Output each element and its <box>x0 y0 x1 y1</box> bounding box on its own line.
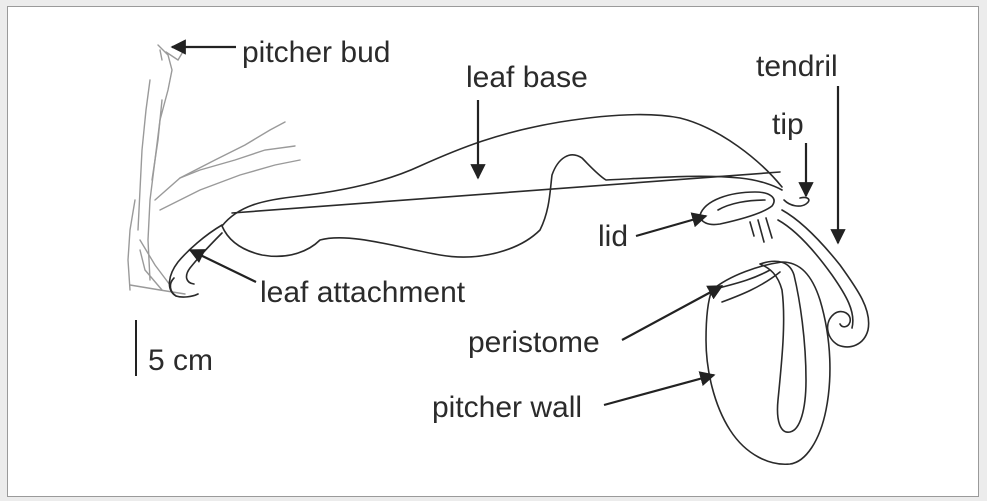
label-leaf-base: leaf base <box>466 61 588 94</box>
label-pitcher-bud: pitcher bud <box>242 36 390 69</box>
lid-shape <box>700 192 774 242</box>
label-tip: tip <box>772 108 804 141</box>
label-tendril: tendril <box>756 50 838 83</box>
label-lid: lid <box>598 220 628 253</box>
tip-shape <box>784 197 809 206</box>
leaf-blade <box>222 115 782 257</box>
scale-label: 5 cm <box>148 344 213 377</box>
pitcher-body <box>706 261 830 464</box>
label-leaf-attachment: leaf attachment <box>260 276 466 309</box>
tendril-shape <box>778 210 869 347</box>
label-peristome: peristome <box>468 326 600 359</box>
label-pitcher-wall: pitcher wall <box>432 391 582 424</box>
